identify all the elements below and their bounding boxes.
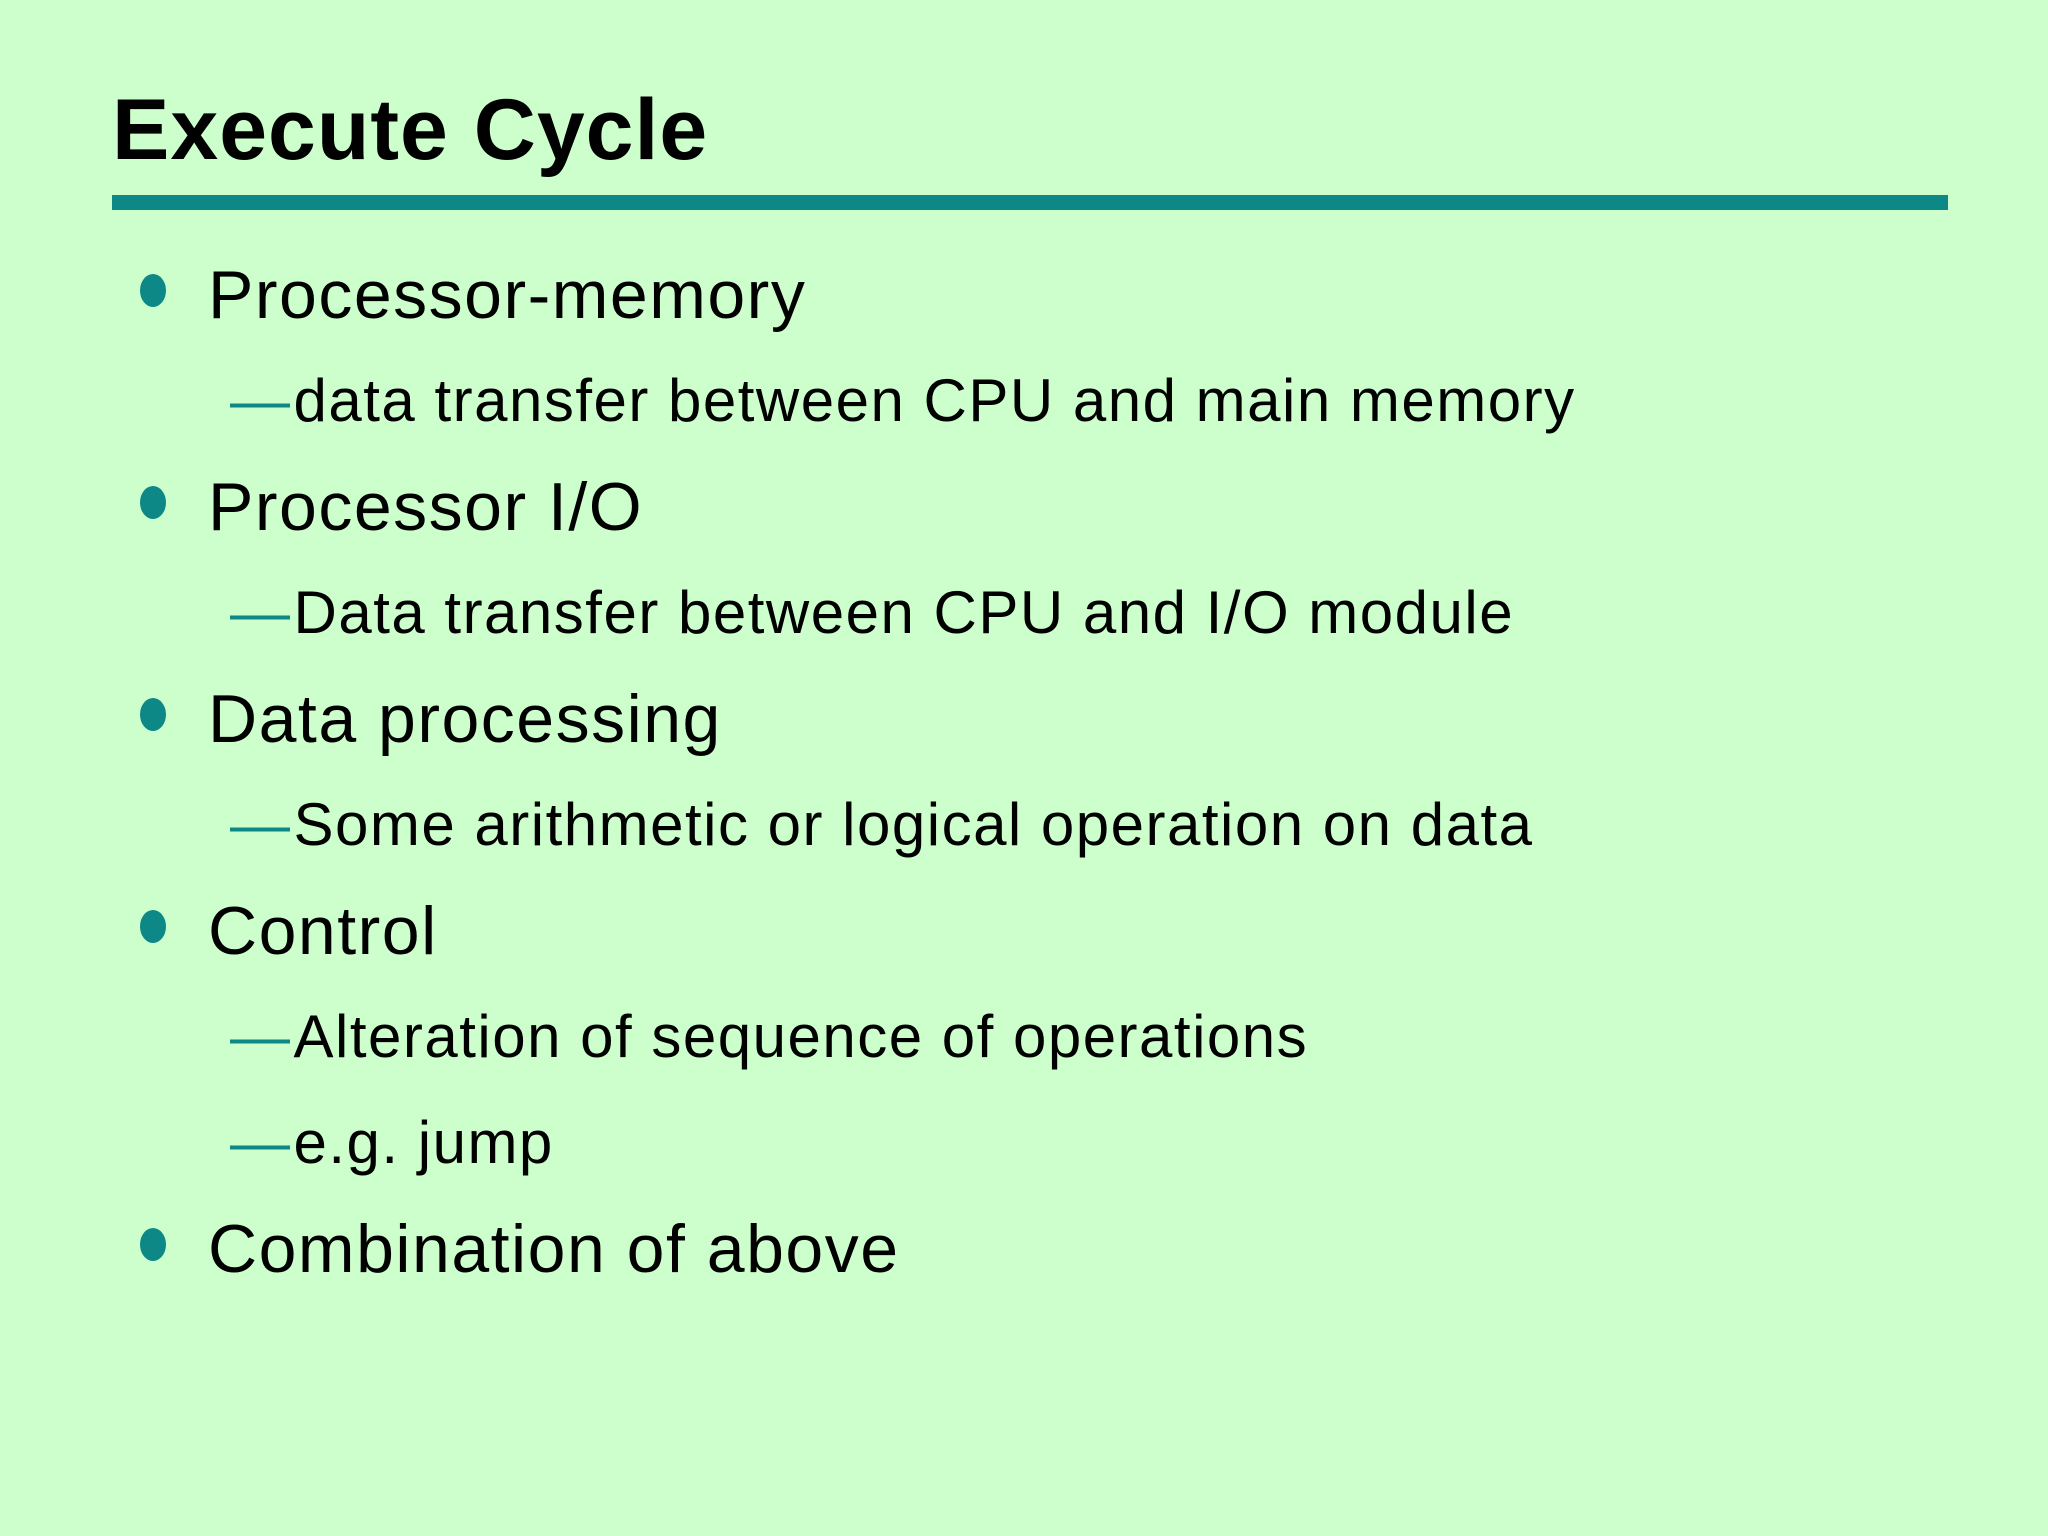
sub-list-item: — data transfer between CPU and main mem…	[112, 348, 1948, 454]
dash-bullet-icon: —	[230, 579, 292, 647]
bullet-label: Processor I/O	[208, 468, 644, 545]
bullet-dot-icon	[140, 274, 166, 308]
bullet-dot-icon	[140, 1228, 166, 1262]
list-item: Data processing	[112, 666, 1948, 772]
sub-bullet-text: Some arithmetic or logical operation on …	[293, 791, 1534, 859]
bullet-dot-icon	[140, 698, 166, 732]
bullet-list: Processor-memory — data transfer between…	[112, 242, 1948, 1302]
sub-bullet-text: Data transfer between CPU and I/O module	[293, 579, 1515, 647]
sub-bullet-text: data transfer between CPU and main memor…	[293, 367, 1576, 435]
bullet-label: Control	[208, 892, 438, 969]
dash-bullet-icon: —	[230, 367, 292, 435]
list-item: Processor-memory	[112, 242, 1948, 348]
sub-list-item: — Alteration of sequence of operations	[112, 984, 1948, 1090]
dash-bullet-icon: —	[230, 1003, 292, 1071]
bullet-label: Data processing	[208, 680, 722, 757]
title-underline	[112, 194, 1948, 210]
page-title: Execute Cycle	[112, 82, 709, 178]
bullet-label: Processor-memory	[208, 256, 807, 333]
bullet-dot-icon	[140, 486, 166, 520]
list-item: Control	[112, 878, 1948, 984]
sub-list-item: — Data transfer between CPU and I/O modu…	[112, 560, 1948, 666]
dash-bullet-icon: —	[230, 791, 292, 859]
sub-list-item: — e.g. jump	[112, 1090, 1948, 1196]
bullet-label: Combination of above	[208, 1210, 900, 1287]
sub-list-item: — Some arithmetic or logical operation o…	[112, 772, 1948, 878]
sub-bullet-text: e.g. jump	[293, 1109, 554, 1177]
list-item: Processor I/O	[112, 454, 1948, 560]
bullet-dot-icon	[140, 910, 166, 944]
dash-bullet-icon: —	[230, 1109, 292, 1177]
list-item: Combination of above	[112, 1196, 1948, 1302]
sub-bullet-text: Alteration of sequence of operations	[293, 1003, 1309, 1071]
